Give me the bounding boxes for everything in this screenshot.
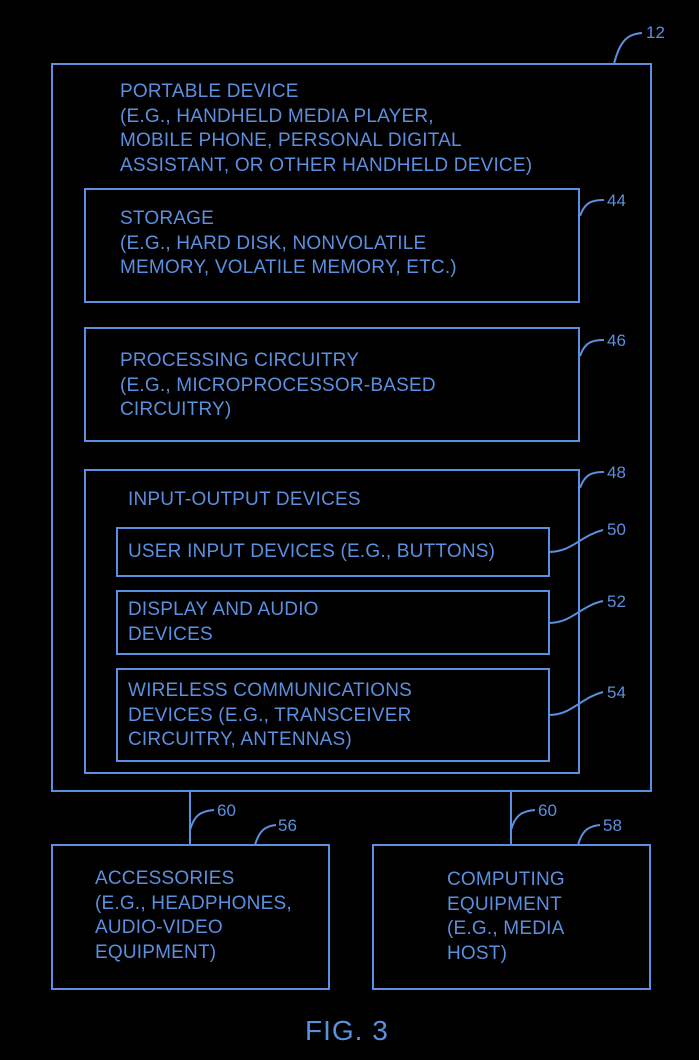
display-audio-line-1: DISPLAY AND AUDIO <box>128 598 319 623</box>
portable-device-line-3: MOBILE PHONE, PERSONAL DIGITAL <box>120 129 532 154</box>
computing-line-3: (E.G., MEDIA <box>447 917 565 942</box>
processing-line-1: PROCESSING CIRCUITRY <box>120 349 436 374</box>
accessories-line-4: EQUIPMENT) <box>95 941 292 966</box>
portable-device-text: PORTABLE DEVICE (E.G., HANDHELD MEDIA PL… <box>120 80 532 178</box>
storage-line-1: STORAGE <box>120 207 457 232</box>
display-audio-line-2: DEVICES <box>128 623 319 648</box>
storage-line-2: (E.G., HARD DISK, NONVOLATILE <box>120 232 457 257</box>
ref-60-left: 60 <box>217 801 236 821</box>
figure-label: FIG. 3 <box>305 1015 389 1047</box>
computing-line-1: COMPUTING <box>447 868 565 893</box>
storage-line-3: MEMORY, VOLATILE MEMORY, ETC.) <box>120 256 457 281</box>
ref-52: 52 <box>607 592 626 612</box>
wireless-line-1: WIRELESS COMMUNICATIONS <box>128 679 412 704</box>
ref-54: 54 <box>607 683 626 703</box>
display-audio-text: DISPLAY AND AUDIO DEVICES <box>128 598 319 647</box>
ref-44: 44 <box>607 191 626 211</box>
ref-56: 56 <box>278 816 297 836</box>
portable-device-line-4: ASSISTANT, OR OTHER HANDHELD DEVICE) <box>120 154 532 179</box>
processing-line-3: CIRCUITRY) <box>120 398 436 423</box>
user-input-text: USER INPUT DEVICES (E.G., BUTTONS) <box>128 540 495 565</box>
computing-line-4: HOST) <box>447 942 565 967</box>
leader-60-left <box>190 810 214 830</box>
portable-device-line-1: PORTABLE DEVICE <box>120 80 532 105</box>
ref-48: 48 <box>607 463 626 483</box>
computing-line-2: EQUIPMENT <box>447 893 565 918</box>
user-input-line-1: USER INPUT DEVICES (E.G., BUTTONS) <box>128 540 495 565</box>
portable-device-line-2: (E.G., HANDHELD MEDIA PLAYER, <box>120 105 532 130</box>
leader-12 <box>614 33 642 64</box>
ref-12: 12 <box>646 23 665 43</box>
computing-text: COMPUTING EQUIPMENT (E.G., MEDIA HOST) <box>447 868 565 966</box>
ref-46: 46 <box>607 331 626 351</box>
accessories-line-3: AUDIO-VIDEO <box>95 916 292 941</box>
processing-text: PROCESSING CIRCUITRY (E.G., MICROPROCESS… <box>120 349 436 423</box>
ref-58: 58 <box>603 816 622 836</box>
io-devices-line-1: INPUT-OUTPUT DEVICES <box>128 488 361 513</box>
leader-56 <box>255 825 276 845</box>
storage-text: STORAGE (E.G., HARD DISK, NONVOLATILE ME… <box>120 207 457 281</box>
wireless-text: WIRELESS COMMUNICATIONS DEVICES (E.G., T… <box>128 679 412 753</box>
leader-60-right <box>511 810 535 830</box>
accessories-line-2: (E.G., HEADPHONES, <box>95 892 292 917</box>
processing-line-2: (E.G., MICROPROCESSOR-BASED <box>120 374 436 399</box>
wireless-line-2: DEVICES (E.G., TRANSCEIVER <box>128 704 412 729</box>
leader-58 <box>578 825 600 845</box>
accessories-text: ACCESSORIES (E.G., HEADPHONES, AUDIO-VID… <box>95 867 292 965</box>
wireless-line-3: CIRCUITRY, ANTENNAS) <box>128 728 412 753</box>
accessories-line-1: ACCESSORIES <box>95 867 292 892</box>
io-devices-text: INPUT-OUTPUT DEVICES <box>128 488 361 513</box>
ref-60-right: 60 <box>538 801 557 821</box>
ref-50: 50 <box>607 520 626 540</box>
